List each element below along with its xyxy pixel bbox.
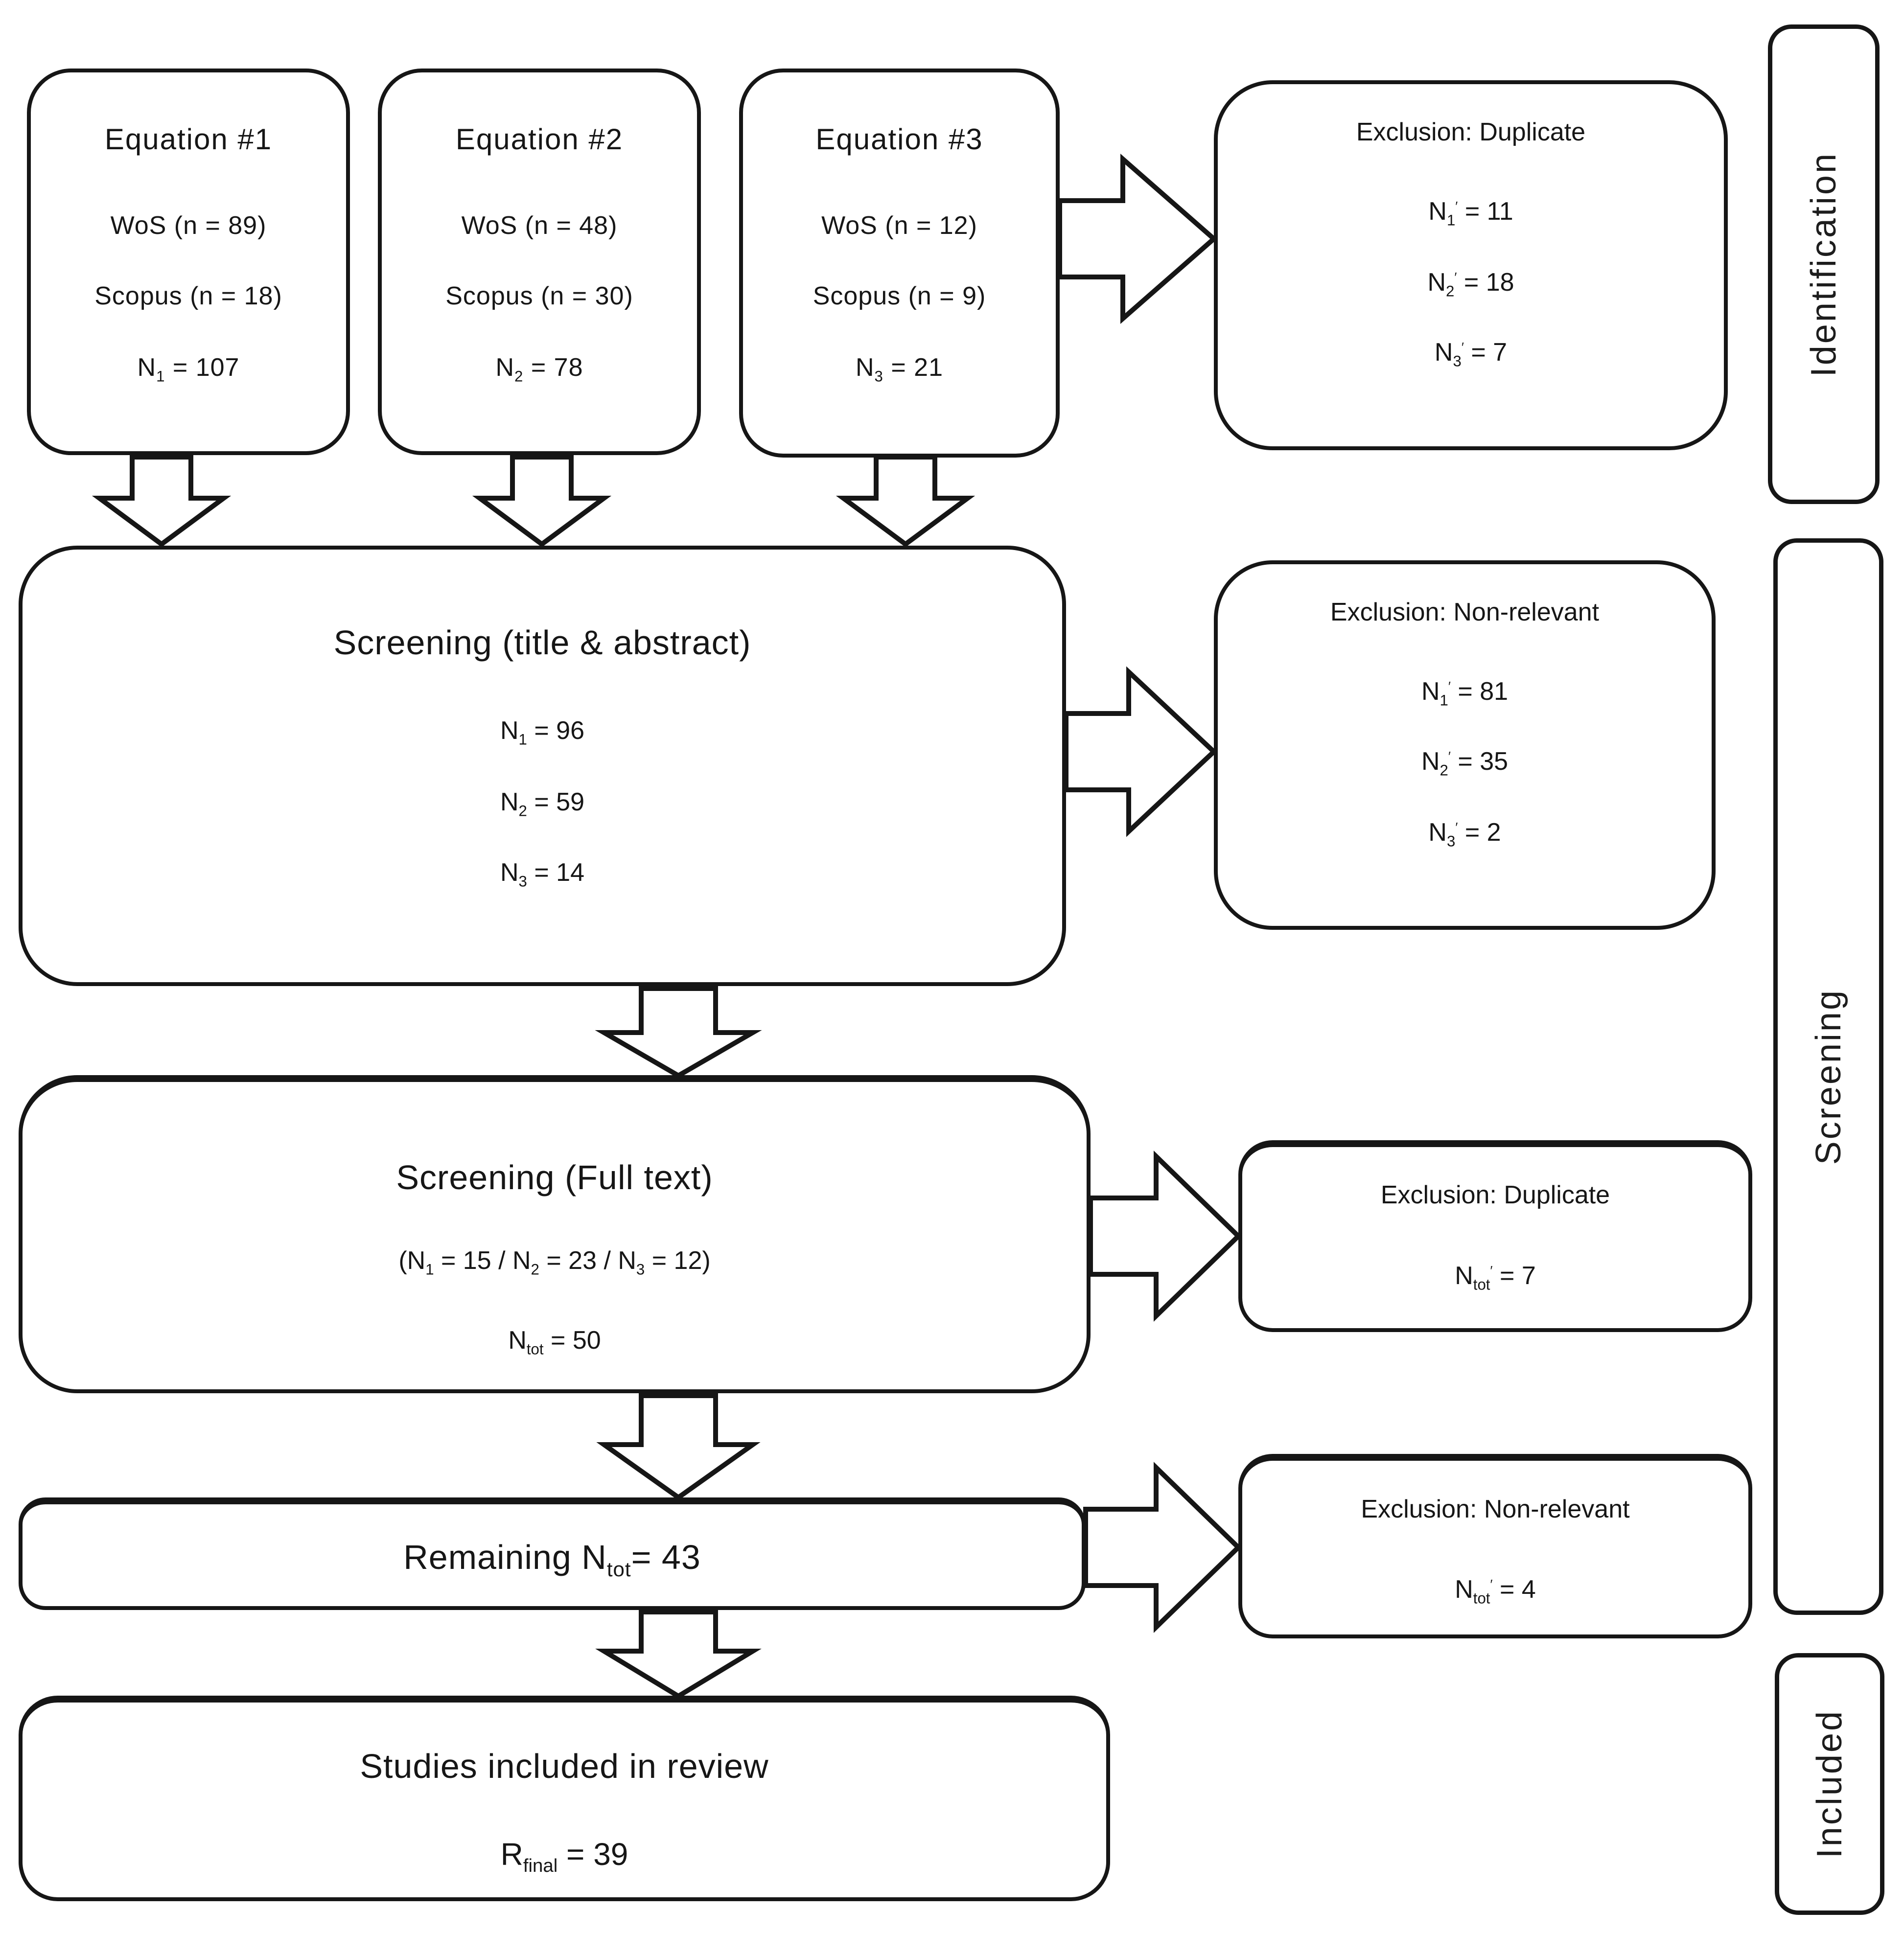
exclusion-nonrelevant-1-n1: N1′ = 81 (1421, 677, 1509, 709)
exclusion-nonrelevant-2-box: Exclusion: Non-relevant Ntot′ = 4 (1238, 1454, 1752, 1638)
screening-title-abstract-n2: N2 = 59 (500, 788, 585, 820)
equation-1-wos: WoS (n = 89) (110, 211, 267, 240)
screening-title-abstract-n1: N1 = 96 (500, 716, 585, 748)
down-arrow-remaining-to-included (595, 1610, 762, 1699)
right-arrow-to-exclusion-nonrelevant-2 (1083, 1462, 1242, 1633)
screening-full-text-detail: (N1 = 15 / N2 = 23 / N3 = 12) (398, 1246, 711, 1278)
right-arrow-to-exclusion-duplicate-1 (1057, 153, 1218, 324)
equation-3-total: N3 = 21 (855, 353, 944, 385)
equation-3-box: Equation #3 WoS (n = 12) Scopus (n = 9) … (739, 69, 1060, 458)
exclusion-nonrelevant-2-title: Exclusion: Non-relevant (1361, 1495, 1630, 1523)
exclusion-nonrelevant-1-n3: N3′ = 2 (1428, 818, 1501, 850)
stage-bar-identification: Identification (1768, 24, 1880, 504)
equation-1-box: Equation #1 WoS (n = 89) Scopus (n = 18)… (27, 69, 350, 455)
exclusion-duplicate-1-n3: N3′ = 7 (1434, 338, 1508, 370)
exclusion-nonrelevant-1-box: Exclusion: Non-relevant N1′ = 81 N2′ = 3… (1214, 560, 1716, 930)
down-arrow-eq3-to-screening (836, 455, 975, 548)
screening-title-abstract-title: Screening (title & abstract) (333, 623, 751, 662)
equation-1-scopus: Scopus (n = 18) (94, 282, 282, 310)
screening-full-text-total: Ntot = 50 (508, 1326, 601, 1358)
right-arrow-to-exclusion-duplicate-2 (1088, 1151, 1242, 1322)
screening-title-abstract-n3: N3 = 14 (500, 858, 585, 890)
remaining-box: Remaining Ntot= 43 (19, 1497, 1086, 1610)
down-arrow-screening1-to-screening2 (595, 986, 762, 1079)
down-arrow-eq1-to-screening (92, 455, 232, 548)
equation-2-wos: WoS (n = 48) (461, 211, 618, 240)
stage-bar-screening: Screening (1773, 538, 1883, 1615)
screening-full-text-box: Screening (Full text) (N1 = 15 / N2 = 23… (19, 1075, 1091, 1393)
equation-2-scopus: Scopus (n = 30) (445, 282, 633, 310)
stage-bar-included: Included (1775, 1653, 1884, 1915)
screening-full-text-title: Screening (Full text) (396, 1158, 713, 1197)
exclusion-duplicate-2-title: Exclusion: Duplicate (1380, 1181, 1610, 1209)
equation-3-scopus: Scopus (n = 9) (813, 282, 986, 310)
equation-2-title: Equation #2 (455, 123, 624, 156)
exclusion-duplicate-1-box: Exclusion: Duplicate N1′ = 11 N2′ = 18 N… (1214, 80, 1728, 450)
equation-1-title: Equation #1 (104, 123, 273, 156)
exclusion-duplicate-1-n2: N2′ = 18 (1427, 268, 1514, 300)
down-arrow-screening2-to-remaining (596, 1393, 761, 1501)
equation-3-wos: WoS (n = 12) (821, 211, 977, 240)
exclusion-nonrelevant-2-ntot: Ntot′ = 4 (1455, 1575, 1536, 1607)
right-arrow-to-exclusion-nonrelevant-1 (1064, 666, 1218, 837)
exclusion-nonrelevant-1-title: Exclusion: Non-relevant (1330, 598, 1600, 626)
screening-title-abstract-box: Screening (title & abstract) N1 = 96 N2 … (19, 546, 1066, 986)
equation-1-total: N1 = 107 (137, 353, 240, 385)
equation-2-box: Equation #2 WoS (n = 48) Scopus (n = 30)… (378, 69, 701, 455)
stage-label-included: Included (1810, 1709, 1849, 1859)
remaining-label: Remaining Ntot= 43 (403, 1538, 701, 1581)
studies-included-box: Studies included in review Rfinal = 39 (19, 1696, 1110, 1901)
exclusion-duplicate-2-box: Exclusion: Duplicate Ntot′ = 7 (1238, 1140, 1752, 1332)
down-arrow-eq2-to-screening (472, 455, 612, 548)
studies-included-title: Studies included in review (360, 1747, 769, 1785)
exclusion-nonrelevant-1-n2: N2′ = 35 (1421, 747, 1509, 779)
stage-label-screening: Screening (1809, 988, 1848, 1165)
studies-included-result: Rfinal = 39 (500, 1837, 628, 1876)
exclusion-duplicate-1-n1: N1′ = 11 (1428, 197, 1513, 229)
exclusion-duplicate-2-ntot: Ntot′ = 7 (1455, 1262, 1536, 1293)
stage-label-identification: Identification (1804, 151, 1843, 377)
equation-3-title: Equation #3 (815, 123, 983, 156)
exclusion-duplicate-1-title: Exclusion: Duplicate (1356, 118, 1586, 146)
equation-2-total: N2 = 78 (495, 353, 583, 385)
